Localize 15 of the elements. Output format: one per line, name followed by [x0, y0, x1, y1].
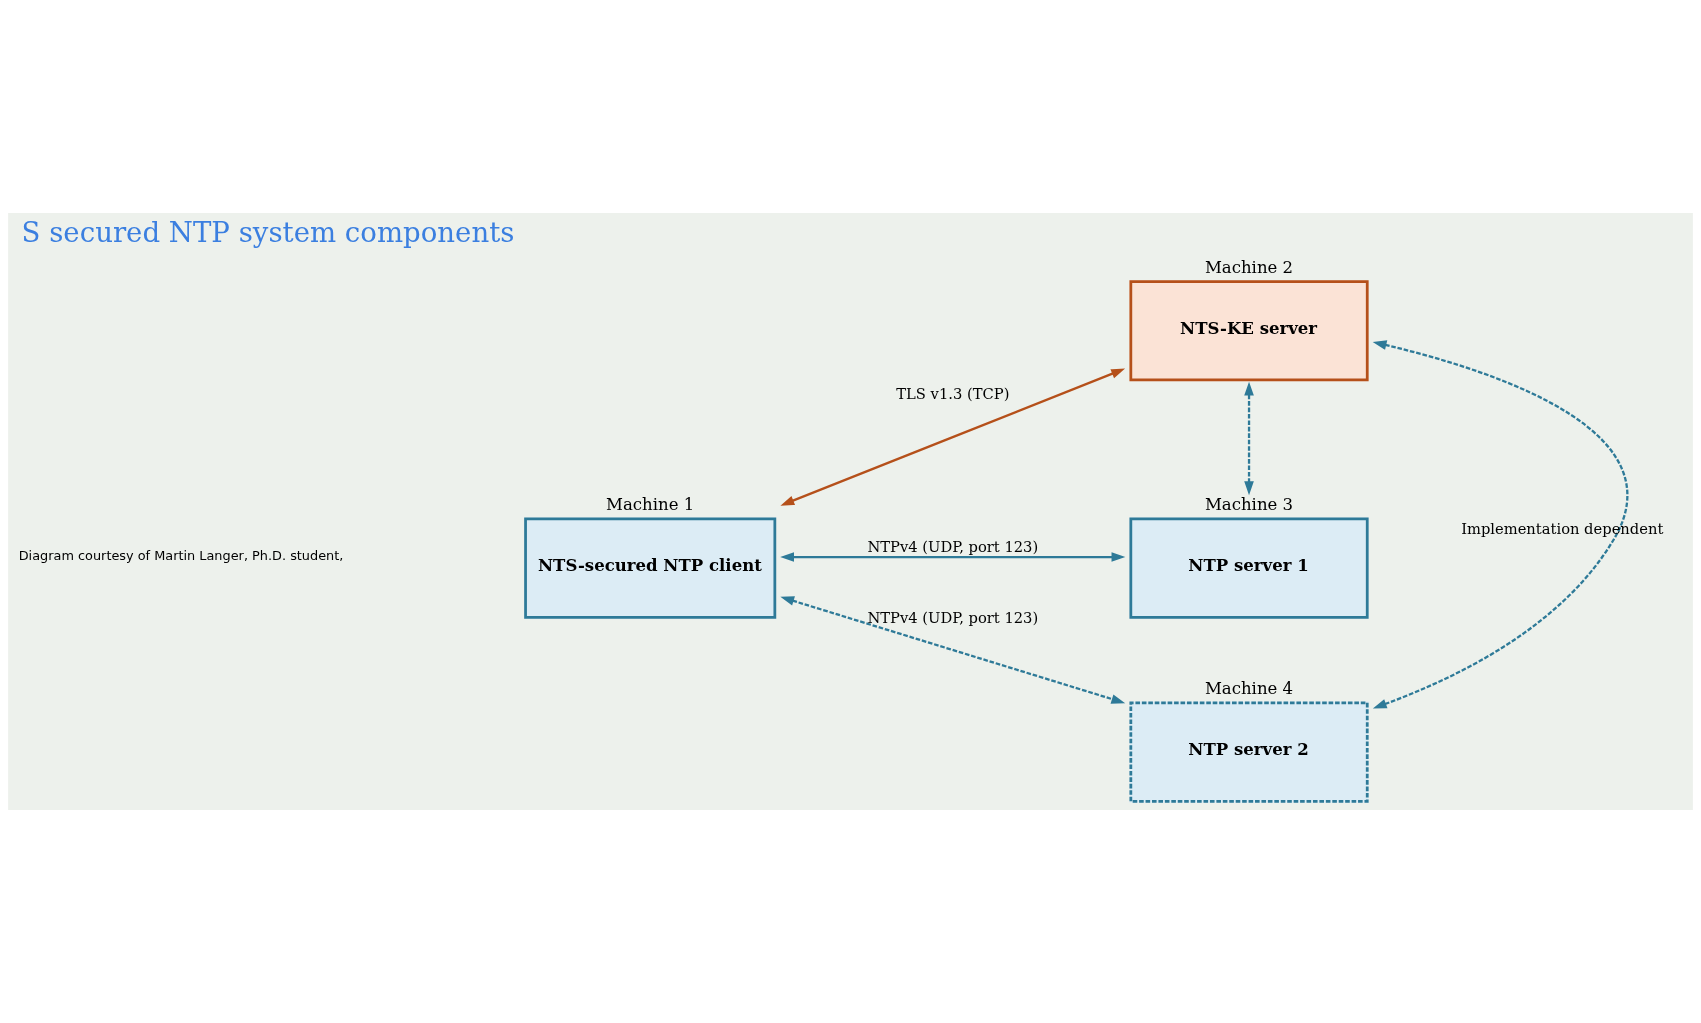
arrow [1244, 381, 1254, 496]
arrow [780, 552, 1126, 562]
node-label: Machine 3 [1204, 495, 1294, 515]
label: Diagram courtesy of Martin Langer, Ph.D. student, [18, 548, 344, 564]
diagram-title: S secured NTP system components [21, 216, 515, 250]
arrow [780, 596, 1126, 704]
edge-label: Implementation dependent [1461, 519, 1664, 537]
edge-label: NTPv4 (UDP, port 123) [867, 609, 1039, 627]
arrow [780, 368, 1126, 506]
node-label: Machine 1 [606, 495, 695, 515]
node-label: Machine 4 [1204, 679, 1294, 699]
edge-label: TLS v1.3 (TCP) [896, 384, 1010, 402]
edge-label: NTPv4 (UDP, port 123) [867, 538, 1039, 556]
node-label: Machine 2 [1204, 258, 1294, 278]
arrow [1372, 340, 1628, 709]
